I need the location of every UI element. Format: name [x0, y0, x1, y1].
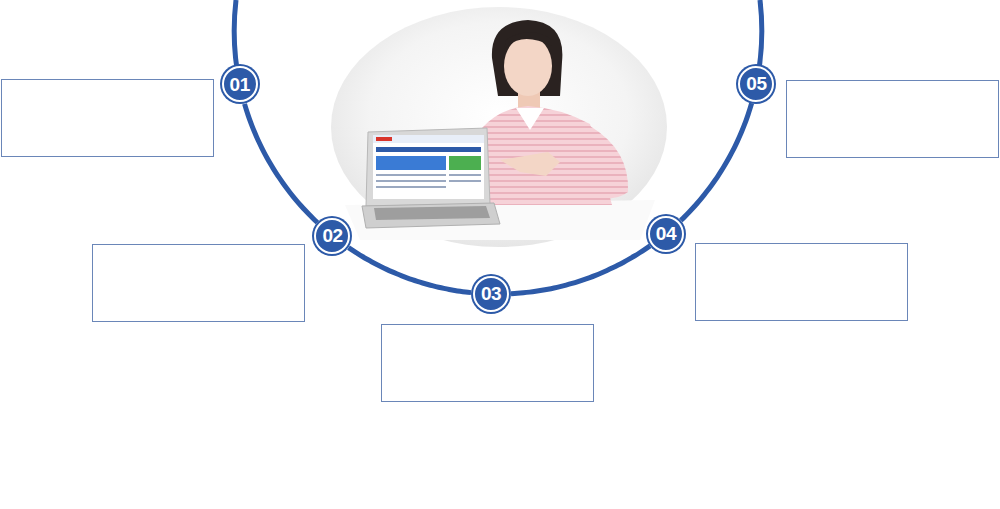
number-circle: 05: [738, 66, 774, 102]
callout-number: 05: [746, 74, 766, 93]
empty-box: [2, 80, 214, 157]
arc-connector: [349, 248, 472, 293]
empty-box: [787, 81, 999, 158]
table: [345, 200, 655, 240]
callout-number: 02: [322, 226, 342, 245]
empty-box: [696, 244, 908, 321]
number-circle: 02: [314, 218, 350, 254]
number-circle: 01: [222, 66, 258, 102]
callout-number: 03: [481, 284, 501, 303]
number-circle: 04: [648, 216, 684, 252]
callout-number: 01: [230, 75, 250, 94]
arc-connector: [681, 103, 752, 220]
arc-connector: [245, 104, 318, 223]
empty-boxes: [2, 80, 999, 402]
arc-connector: [511, 246, 650, 294]
empty-box: [382, 325, 594, 402]
laptop: [362, 128, 500, 228]
number-circle: 03: [473, 276, 509, 312]
empty-box: [93, 245, 305, 322]
person: [476, 20, 628, 205]
callout-number: 04: [656, 224, 676, 243]
photo-ground: [331, 7, 667, 247]
